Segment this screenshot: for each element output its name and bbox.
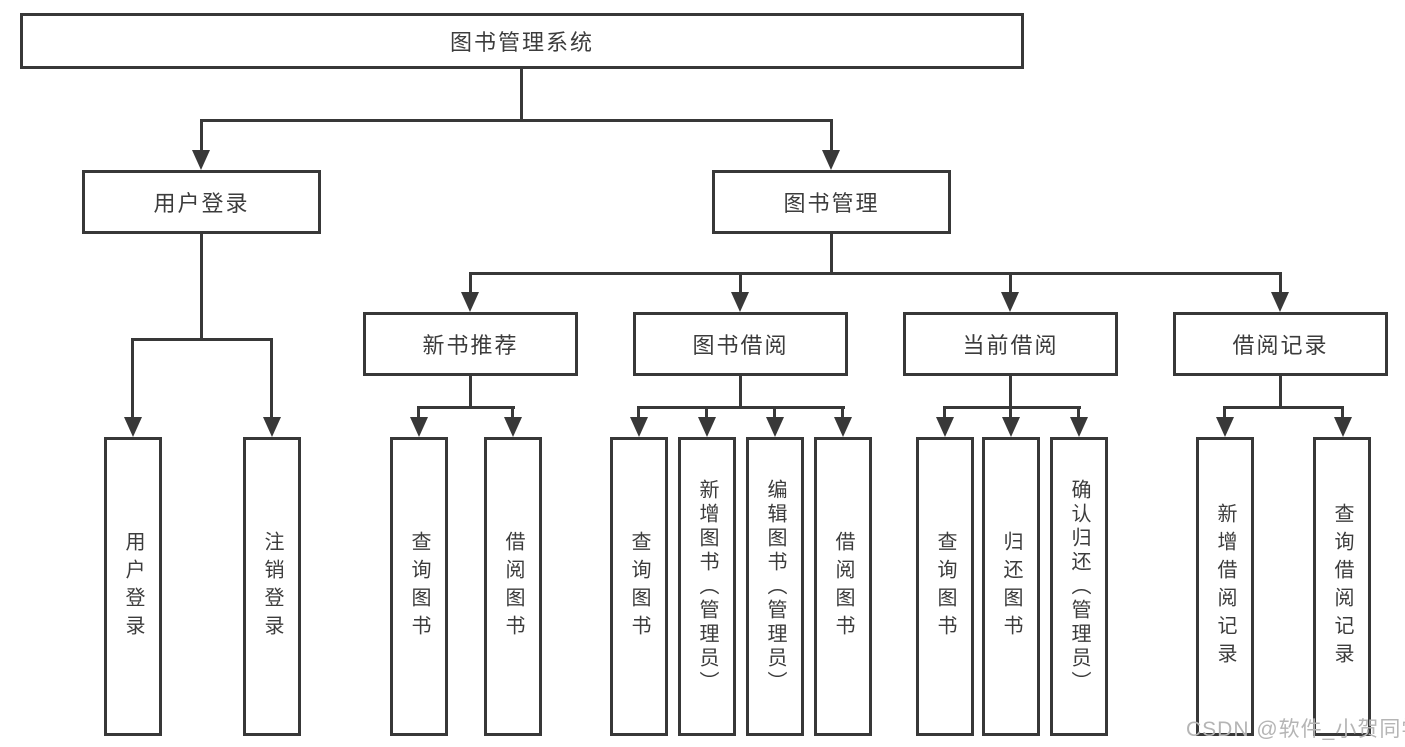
leaf-borrow-book-recommend: 借阅图书 xyxy=(484,437,542,736)
connector-line xyxy=(131,338,134,418)
connector-line xyxy=(1279,272,1282,294)
arrowhead-down xyxy=(822,150,840,170)
connector-line xyxy=(1009,406,1012,418)
leaf-query-borrow-record: 查询借阅记录 xyxy=(1313,437,1371,736)
leaf-query-book-recommend: 查询图书 xyxy=(390,437,448,736)
connector-line xyxy=(131,338,273,341)
node-current-borrow: 当前借阅 xyxy=(903,312,1118,376)
leaf-borrow-book: 借阅图书 xyxy=(814,437,872,736)
connector-line xyxy=(200,119,833,122)
leaf-add-borrow-record: 新增借阅记录 xyxy=(1196,437,1254,736)
connector-line xyxy=(270,338,273,418)
node-label: 借阅记录 xyxy=(1232,333,1329,358)
node-label: 图书管理系统 xyxy=(449,30,594,55)
leaf-add-book-admin: 新增图书（管理员） xyxy=(678,437,736,736)
leaf-query-book-current: 查询图书 xyxy=(916,437,974,736)
connector-line xyxy=(1009,376,1012,406)
leaf-label: 借阅图书 xyxy=(502,530,524,643)
connector-line xyxy=(200,234,203,338)
node-user-login: 用户登录 xyxy=(82,170,321,234)
leaf-user-login: 用户登录 xyxy=(104,437,162,736)
arrowhead-down xyxy=(1001,292,1019,312)
connector-line xyxy=(469,272,1282,275)
arrowhead-down xyxy=(630,417,648,437)
node-label: 当前借阅 xyxy=(962,333,1059,358)
connector-line xyxy=(1223,406,1226,418)
arrowhead-down xyxy=(936,417,954,437)
connector-line xyxy=(773,406,776,418)
connector-line xyxy=(417,406,420,418)
leaf-edit-book-admin: 编辑图书（管理员） xyxy=(746,437,804,736)
node-label: 图书管理 xyxy=(783,191,880,216)
arrowhead-down xyxy=(124,417,142,437)
connector-line xyxy=(943,406,1081,409)
node-book-borrow: 图书借阅 xyxy=(633,312,848,376)
node-book-management: 图书管理 xyxy=(712,170,951,234)
connector-line xyxy=(830,234,833,272)
leaf-label: 确认归还（管理员） xyxy=(1068,478,1090,695)
arrowhead-down xyxy=(1002,417,1020,437)
node-root-library-system: 图书管理系统 xyxy=(20,13,1024,69)
leaf-label: 编辑图书（管理员） xyxy=(764,478,786,695)
arrowhead-down xyxy=(504,417,522,437)
node-label: 图书借阅 xyxy=(692,333,789,358)
leaf-label: 借阅图书 xyxy=(832,530,854,643)
connector-line xyxy=(943,406,946,418)
connector-line xyxy=(200,119,203,151)
leaf-label: 查询借阅记录 xyxy=(1331,502,1353,671)
connector-line xyxy=(830,119,833,151)
arrowhead-down xyxy=(1216,417,1234,437)
connector-line xyxy=(739,272,742,294)
leaf-label: 新增借阅记录 xyxy=(1214,502,1236,671)
node-label: 新书推荐 xyxy=(422,333,519,358)
csdn-watermark: CSDN @软件_小贺同学 xyxy=(1186,718,1405,741)
connector-line xyxy=(637,406,640,418)
leaf-query-book-borrow: 查询图书 xyxy=(610,437,668,736)
arrowhead-down xyxy=(263,417,281,437)
connector-line xyxy=(520,69,523,119)
arrowhead-down xyxy=(1334,417,1352,437)
arrowhead-down xyxy=(698,417,716,437)
arrowhead-down xyxy=(766,417,784,437)
connector-line xyxy=(1009,272,1012,294)
connector-line xyxy=(1077,406,1080,418)
arrowhead-down xyxy=(461,292,479,312)
leaf-confirm-return-admin: 确认归还（管理员） xyxy=(1050,437,1108,736)
leaf-label: 查询图书 xyxy=(934,530,956,643)
leaf-label: 归还图书 xyxy=(1000,530,1022,643)
connector-line xyxy=(511,406,514,418)
arrowhead-down xyxy=(731,292,749,312)
connector-line xyxy=(637,406,845,409)
connector-line xyxy=(469,272,472,294)
leaf-label: 查询图书 xyxy=(628,530,650,643)
leaf-label: 新增图书（管理员） xyxy=(696,478,718,695)
connector-line xyxy=(417,406,515,409)
node-label: 用户登录 xyxy=(153,191,250,216)
connector-line xyxy=(1279,376,1282,406)
arrowhead-down xyxy=(410,417,428,437)
connector-line xyxy=(841,406,844,418)
node-borrow-record: 借阅记录 xyxy=(1173,312,1388,376)
node-new-book-recommend: 新书推荐 xyxy=(363,312,578,376)
leaf-label: 查询图书 xyxy=(408,530,430,643)
leaf-logout: 注销登录 xyxy=(243,437,301,736)
arrowhead-down xyxy=(1271,292,1289,312)
connector-line xyxy=(1223,406,1343,409)
leaf-label: 用户登录 xyxy=(122,530,144,643)
leaf-return-book: 归还图书 xyxy=(982,437,1040,736)
connector-line xyxy=(705,406,708,418)
leaf-label: 注销登录 xyxy=(261,530,283,643)
connector-line xyxy=(469,376,472,406)
connector-line xyxy=(1341,406,1344,418)
arrowhead-down xyxy=(192,150,210,170)
connector-line xyxy=(739,376,742,406)
arrowhead-down xyxy=(834,417,852,437)
arrowhead-down xyxy=(1070,417,1088,437)
